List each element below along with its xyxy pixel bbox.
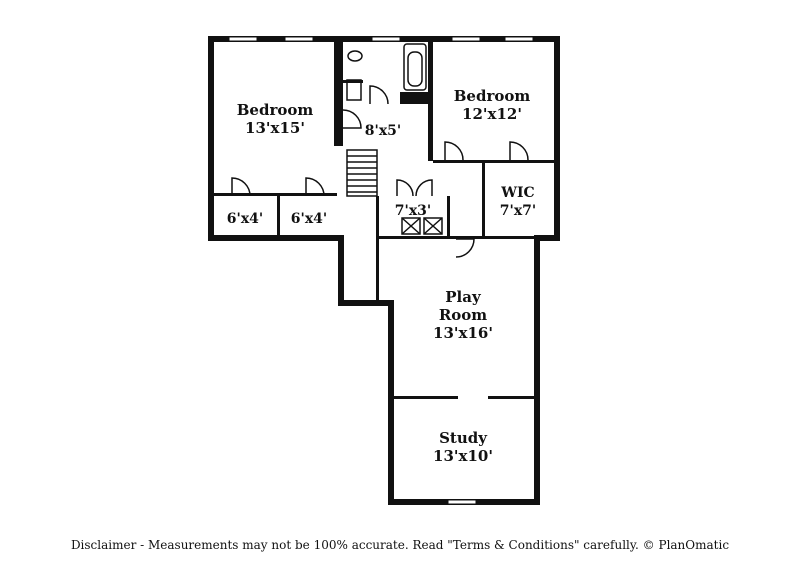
window xyxy=(447,499,477,505)
window xyxy=(451,36,481,42)
door xyxy=(231,177,251,197)
window xyxy=(284,36,314,42)
window xyxy=(504,36,534,42)
vanity xyxy=(346,79,362,101)
door xyxy=(305,177,325,197)
wic-name: WIC xyxy=(500,185,534,201)
closet-a-size: 6'x4' xyxy=(227,211,263,227)
play-room-name-line2: Room xyxy=(439,306,487,324)
stairs xyxy=(346,149,378,197)
bedroom-left-size: 13'x15' xyxy=(245,119,305,137)
door xyxy=(509,141,529,161)
windows xyxy=(228,36,534,505)
study-size: 13'x10' xyxy=(433,447,493,465)
study-name: Study xyxy=(439,429,488,447)
interior-walls xyxy=(214,36,554,399)
play-room-name-line1: Play xyxy=(445,288,482,306)
door xyxy=(455,238,475,258)
play-room-size: 13'x16' xyxy=(433,324,493,342)
window xyxy=(228,36,258,42)
door xyxy=(342,109,362,129)
doors xyxy=(231,85,529,258)
linen-size: 7'x3' xyxy=(395,203,431,219)
door xyxy=(396,179,414,197)
bathtub xyxy=(403,43,427,91)
door xyxy=(369,85,389,105)
disclaimer-text: Disclaimer - Measurements may not be 100… xyxy=(70,538,730,552)
window xyxy=(371,36,401,42)
bedroom-right-name: Bedroom xyxy=(454,87,531,105)
bathroom-fixtures xyxy=(346,43,427,101)
closet-b-size: 6'x4' xyxy=(291,211,327,227)
toilet xyxy=(347,50,363,62)
door xyxy=(444,141,464,161)
bedroom-left-name: Bedroom xyxy=(237,101,314,119)
door xyxy=(415,179,433,197)
wic-size: 7'x7' xyxy=(500,203,536,219)
linen-shelves xyxy=(401,217,443,235)
bedroom-right-size: 12'x12' xyxy=(462,105,522,123)
hall-size: 8'x5' xyxy=(365,123,401,139)
